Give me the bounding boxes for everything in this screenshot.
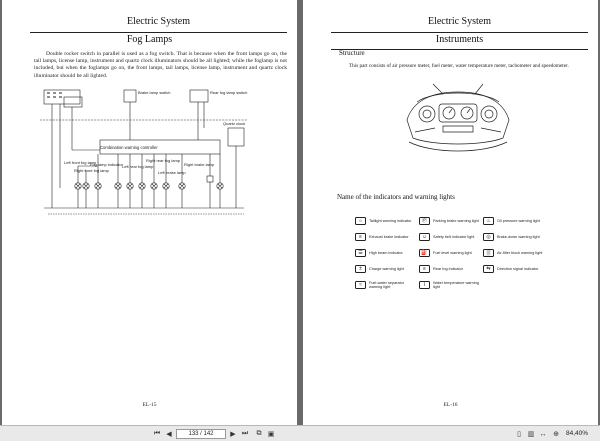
indicator-label: Air-filter block warning light [497,250,543,255]
rear-fog-switch-box [189,89,209,103]
save-icon[interactable]: ▣ [267,431,275,438]
structure-heading: Structure [339,49,365,57]
fuel-level-icon: ⛽ [419,249,430,257]
brake-down-icon: ◎ [483,233,494,241]
document-viewer[interactable]: Electric System Fog Lamps Double rocker … [0,0,600,425]
indicator-label: Parking brake warning light [433,218,479,223]
indicator-item: ☰High beam indicator [355,249,417,257]
instrument-cluster-drawing [406,83,510,152]
taillight-icon: ☼ [355,217,366,225]
direction-signal-icon: ⇆ [483,265,494,273]
indicator-label: Water temperature warning light [433,281,479,290]
indicator-label: Direction signal indicator [497,266,539,271]
indicator-label: Oil pressure warning light [497,218,540,223]
left-front-fog-label: Left front fog lamp [64,160,97,165]
first-page-icon[interactable]: ⏮ [153,430,161,437]
page-number: EL-15 [142,402,157,408]
indicator-item: ☼Taillight warning indicator [355,217,417,225]
fit-width-icon[interactable]: ↔ [539,430,547,438]
indicator-item: ♨Oil pressure warning light [483,217,545,225]
indicator-label: Brake-down warning light [497,234,540,239]
indicator-label: Charge warning light [369,266,404,271]
indicator-item: ±Charge warning light [355,265,417,273]
section-title: Instruments [331,34,588,50]
indicator-item: ⛽Fuel level warning light [419,249,481,257]
indicator-label: Fuel-water separator warning light [369,281,405,290]
right-front-fog-label: Right front fog lamp [74,168,110,173]
indicator-item: ≈Fuel-water separator warning light [355,281,417,290]
brake-switch-label: Brake lamp switch [138,90,170,95]
indicator-label: Exhaust brake indicator [369,234,409,239]
zoom-icon[interactable]: ⊕ [553,431,559,438]
oil-pressure-icon: ♨ [483,217,494,225]
fuse-block-2 [63,96,83,108]
indicator-item: ▒Air-filter block warning light [483,249,545,257]
left-rear-fog-label: Left rear fog lamp [122,164,154,169]
prev-page-icon[interactable]: ◀ [166,431,172,438]
last-page-icon[interactable]: ⏭ [241,430,249,437]
combination-warning-controller [99,139,221,155]
indicator-item: ≡Rear fog indicator [419,265,481,273]
indicator-label: Taillight warning indicator [369,218,412,223]
quartz-clock-box [227,127,245,147]
quartz-clock-label: Quartz clock [223,121,245,126]
brake-switch-box [123,89,137,103]
page-el-16: Electric System Instruments Structure Th… [303,0,598,425]
indicators-heading: Name of the indicators and warning light… [337,193,455,201]
page-header: Electric System [30,16,287,33]
fog-indicator-label: Fog lamp indicator [90,162,124,167]
page-header: Electric System [331,16,588,33]
page-number: EL-16 [443,402,458,408]
parking-brake-icon: Ⓟ [419,217,430,225]
section-paragraph: Double rocker switch in parallel is used… [34,51,287,79]
high-beam-icon: ☰ [355,249,366,257]
indicator-label: Rear fog indicator [433,266,463,271]
page-el-15: Electric System Fog Lamps Double rocker … [2,0,297,425]
viewer-toolbar: ⏮ ◀ 133 / 142 ▶ ⏭ ⧉ ▣ ▯ ▥ ↔ ⊕ 84,40% [0,425,600,441]
zoom-level[interactable]: 84,40% [566,430,589,437]
indicator-item: ≡Exhaust brake indicator [355,233,417,241]
next-page-icon[interactable]: ▶ [230,431,236,438]
indicator-item: ⌇Water temperature warning light [419,281,481,290]
fog-lamp-wiring-diagram: Combination warning controller Brake lam… [40,89,248,215]
seat-belt-icon: ☺ [419,233,430,241]
left-brake-label: Left brake lamp [158,170,186,175]
controller-label: Combination warning controller [100,145,158,150]
indicator-label: Fuel level warning light [433,250,472,255]
page-number-input[interactable]: 133 / 142 [176,429,226,439]
charge-icon: ± [355,265,366,273]
indicator-item: ☺Safety belt indicator light [419,233,481,241]
fuel-water-separator-icon: ≈ [355,281,366,290]
copy-icon[interactable]: ⧉ [256,430,262,437]
indicator-label: High beam indicator [369,250,403,255]
exhaust-brake-icon: ≡ [355,233,366,241]
indicator-label: Safety belt indicator light [433,234,475,239]
rear-fog-icon: ≡ [419,265,430,273]
water-temp-icon: ⌇ [419,281,430,290]
right-rear-fog-label: Right rear fog lamp [146,158,181,163]
single-page-view-icon[interactable]: ▯ [517,431,521,438]
rear-fog-switch-label: Rear fog lamp switch [210,90,247,95]
indicator-item: ◎Brake-down warning light [483,233,545,241]
air-filter-icon: ▒ [483,249,494,257]
right-brake-label: Right brake lamp [184,162,215,167]
structure-text: This part consists of air pressure meter… [349,63,569,69]
section-title: Fog Lamps [126,34,173,45]
indicator-item: ⇆Direction signal indicator [483,265,545,273]
two-page-view-icon[interactable]: ▥ [527,431,535,438]
